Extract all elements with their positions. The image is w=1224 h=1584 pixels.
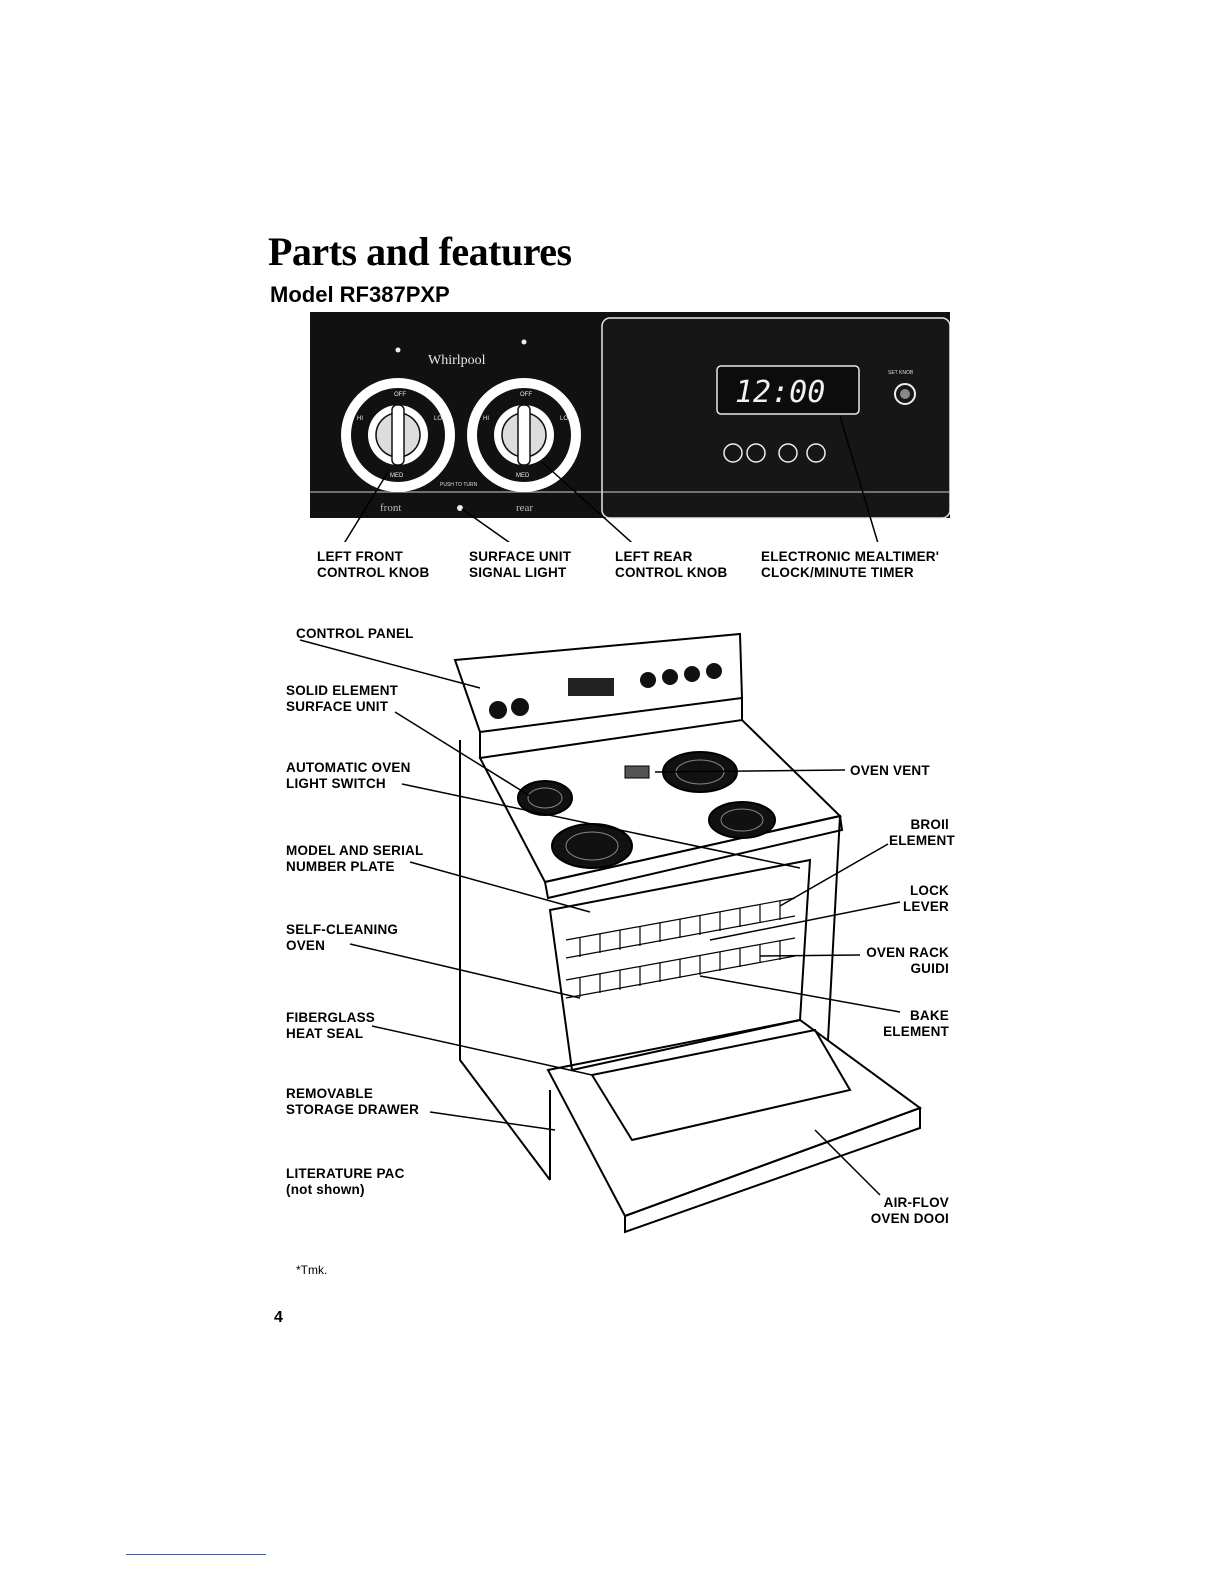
oven-racks xyxy=(565,897,796,999)
callout-control-panel: CONTROL PANEL xyxy=(296,626,414,641)
callout-literature-pac: LITERATURE PAC(not shown) xyxy=(286,1166,405,1197)
front-indicator-dot xyxy=(395,347,401,353)
page-number: 4 xyxy=(274,1309,283,1326)
svg-text:HI: HI xyxy=(483,416,489,422)
svg-text:OFF: OFF xyxy=(394,392,406,398)
oven-vent xyxy=(624,765,650,779)
solid-element-surface-units xyxy=(517,751,776,869)
clock-display: 12:00 xyxy=(735,375,825,410)
svg-text:HI: HI xyxy=(357,416,363,422)
push-to-turn-label: PUSH TO TURN xyxy=(440,482,478,488)
surface-unit-signal-light xyxy=(457,505,463,511)
model-subtitle: Model RF387PXP xyxy=(270,282,450,307)
air-flow-oven-door xyxy=(546,1018,923,1218)
range-illustration xyxy=(299,632,923,1234)
rear-indicator-dot xyxy=(521,339,527,345)
svg-text:SET KNOB: SET KNOB xyxy=(888,370,914,376)
front-label: front xyxy=(380,502,401,514)
svg-text:OFF: OFF xyxy=(520,392,532,398)
left-front-control-knob: OFF HI LO MED xyxy=(341,378,455,492)
left-rear-control-knob: OFF HI LO MED xyxy=(467,378,581,492)
svg-text:LO: LO xyxy=(560,416,568,422)
page-title: Parts and features xyxy=(268,229,572,274)
svg-text:MED: MED xyxy=(516,473,530,479)
callout-oven-vent: OVEN VENT xyxy=(850,763,930,778)
electronic-clock: 12:00 SET KNOB xyxy=(716,365,916,463)
trademark-footnote: *Tmk. xyxy=(296,1263,328,1277)
svg-text:LO: LO xyxy=(434,416,442,422)
callout-electronic-mealtimer-clock: ELECTRONIC MEALTIMER'CLOCK/MINUTE TIMER xyxy=(761,549,940,580)
control-panel-illustration: Whirlpool OFF HI LO MED OFF HI LO MED PU… xyxy=(310,312,950,542)
clock-panel-frame xyxy=(601,317,950,519)
rear-label: rear xyxy=(516,502,533,514)
brand-logo: Whirlpool xyxy=(428,353,486,368)
footer-rule xyxy=(126,1554,266,1555)
svg-text:MED: MED xyxy=(390,473,404,479)
